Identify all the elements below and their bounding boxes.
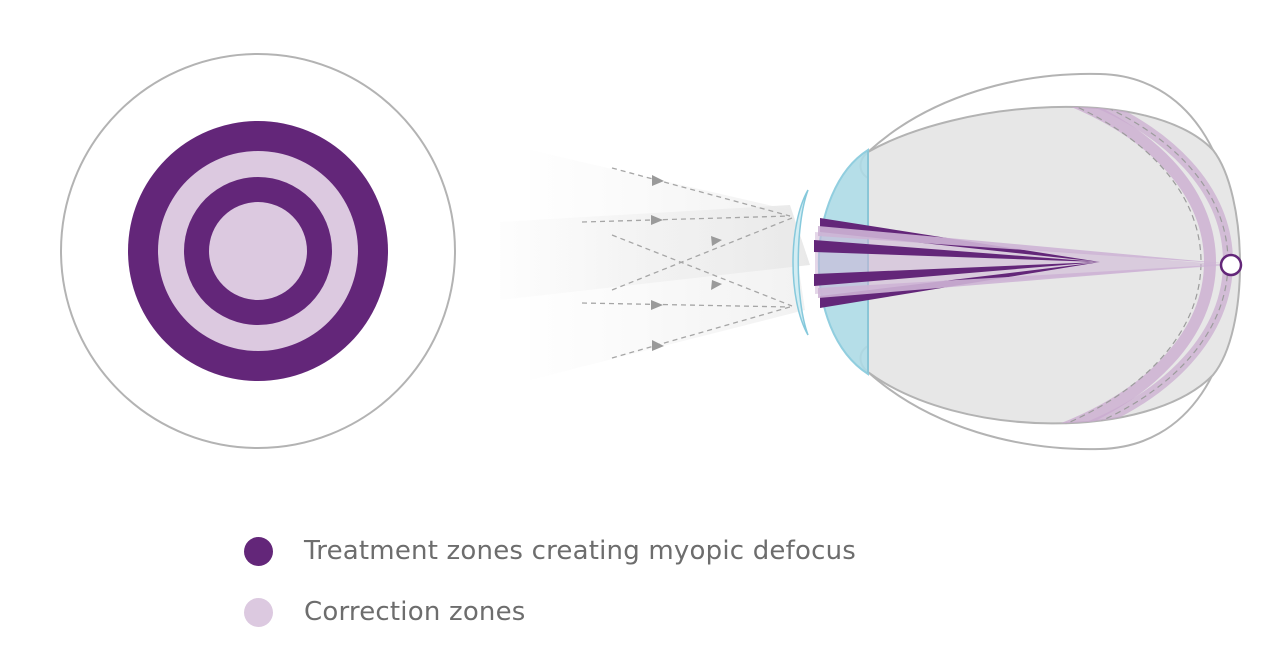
legend-item-correction: Correction zones xyxy=(244,597,856,627)
legend-label: Treatment zones creating myopic defocus xyxy=(304,536,856,566)
lens-front-view xyxy=(60,53,456,449)
eye-light-rays xyxy=(814,218,1232,308)
correction-zone-icon xyxy=(244,597,273,627)
incoming-light xyxy=(500,150,810,380)
legend-label: Correction zones xyxy=(304,597,526,627)
lens-shell xyxy=(792,189,809,336)
legend: Treatment zones creating myopic defocus … xyxy=(244,536,856,658)
legend-item-treatment: Treatment zones creating myopic defocus xyxy=(244,536,856,566)
correction-center xyxy=(209,202,307,300)
treatment-zone-icon xyxy=(244,536,273,566)
focal-circle-icon xyxy=(1219,253,1243,277)
ray-arrows xyxy=(651,175,722,351)
